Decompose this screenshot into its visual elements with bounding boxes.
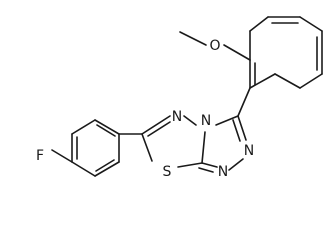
thiadiazole-ring xyxy=(141,115,206,168)
atom-label-n-triazole-b: N xyxy=(218,164,228,180)
atom-label-n-fused: N xyxy=(201,113,211,129)
atom-label-oxygen: O xyxy=(209,38,220,54)
c-f-bond xyxy=(51,149,73,163)
fluorophenyl-ring xyxy=(71,119,120,177)
triazole-aryl-bond xyxy=(237,87,251,117)
triazole-ring xyxy=(198,115,247,173)
chemical-structure-diagram: F S O N N N N xyxy=(36,16,323,180)
methoxyphenyl-ring xyxy=(249,16,323,89)
atom-label-n-triazole-a: N xyxy=(244,143,254,159)
atom-label-fluorine: F xyxy=(36,148,44,164)
atom-label-n-thiadiazole: N xyxy=(172,109,182,125)
methoxy-group xyxy=(179,31,251,61)
atom-label-sulfur: S xyxy=(163,164,172,180)
